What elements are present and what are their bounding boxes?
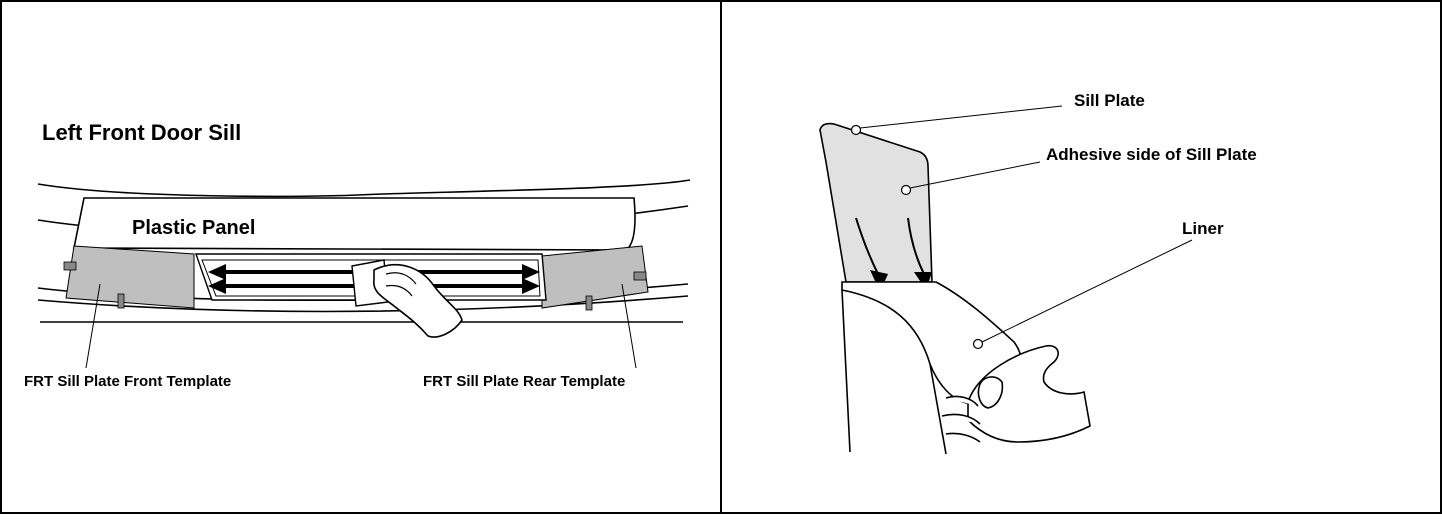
sill-plate-label: Sill Plate bbox=[1074, 91, 1145, 110]
plastic-panel: Plastic Panel bbox=[73, 197, 636, 251]
rear-template-label: FRT Sill Plate Rear Template bbox=[423, 373, 625, 390]
liner-callout: Liner bbox=[972, 219, 1224, 350]
template-clip-front-1 bbox=[63, 261, 77, 271]
sill-plate-callout: Sill Plate bbox=[850, 91, 1145, 136]
liner-label: Liner bbox=[1182, 219, 1224, 238]
sill-plate-shape bbox=[819, 122, 933, 283]
liner-removal-panel: Sill Plate Adhesive side of Sill Plate L… bbox=[720, 0, 1442, 514]
front-template bbox=[63, 245, 195, 309]
adhesive-side-label: Adhesive side of Sill Plate bbox=[1046, 145, 1257, 164]
sill-title: Left Front Door Sill bbox=[42, 120, 241, 145]
rear-template bbox=[541, 245, 649, 311]
front-template-label: FRT Sill Plate Front Template bbox=[24, 373, 231, 390]
left-front-door-sill-panel: Left Front Door Sill Plastic Panel bbox=[0, 0, 722, 514]
rear-template-leader bbox=[621, 283, 637, 369]
adhesive-callout: Adhesive side of Sill Plate bbox=[900, 145, 1257, 196]
door-sill-illustration: Left Front Door Sill Plastic Panel bbox=[24, 120, 691, 390]
template-clip-rear-2 bbox=[585, 295, 593, 311]
front-template-leader bbox=[85, 283, 101, 369]
peel-arrows bbox=[855, 217, 932, 292]
hand bbox=[941, 344, 1091, 443]
template-clip-rear-1 bbox=[633, 271, 647, 281]
plastic-panel-label: Plastic Panel bbox=[132, 217, 255, 239]
template-clip-front-2 bbox=[117, 293, 125, 309]
hand-with-squeegee bbox=[351, 259, 463, 338]
liner-removal-illustration: Sill Plate Adhesive side of Sill Plate L… bbox=[819, 91, 1257, 455]
liner-shape bbox=[841, 281, 1023, 455]
